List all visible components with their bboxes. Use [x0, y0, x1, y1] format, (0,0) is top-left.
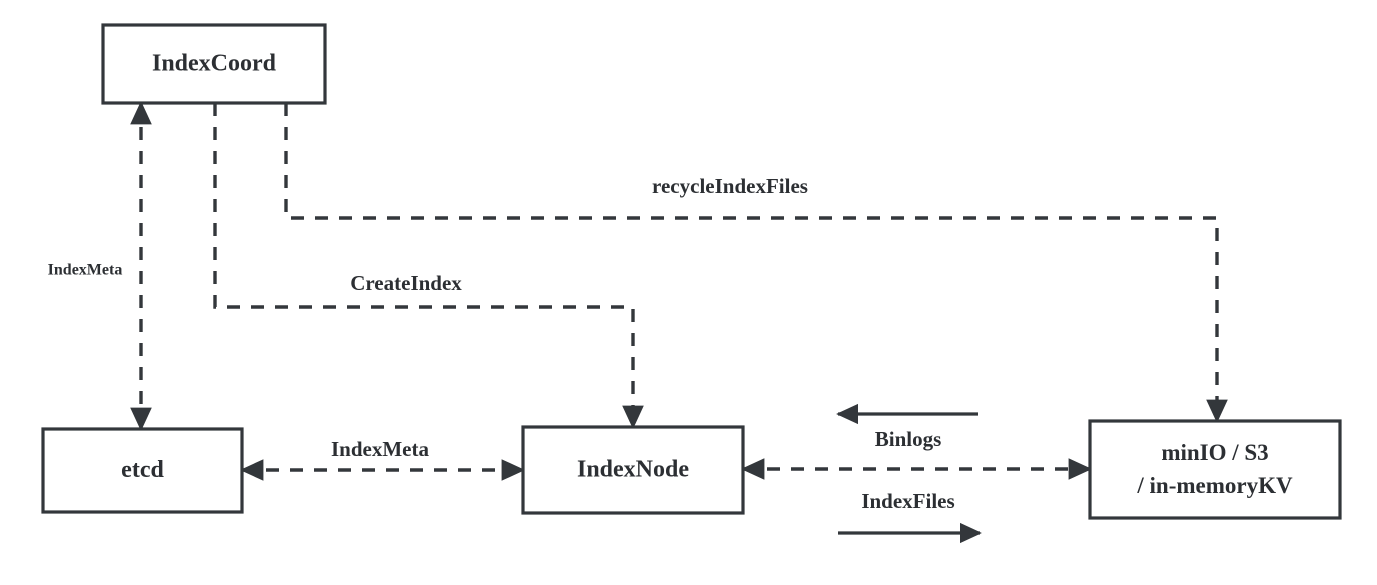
node-label-minio-line2: / in-memoryKV — [1136, 473, 1293, 498]
node-indexnode[interactable]: IndexNode — [521, 425, 745, 515]
edge-label-indexfiles: IndexFiles — [861, 489, 954, 513]
node-minio[interactable]: minIO / S3 / in-memoryKV — [1088, 419, 1342, 520]
edge-labels-layer: IndexMetaCreateIndexrecycleIndexFilesInd… — [48, 174, 955, 513]
edge-label-recycleindexfiles: recycleIndexFiles — [652, 174, 808, 198]
nodes-layer: IndexCoord etcd IndexNode minIO / S3 / in-me… — [41, 23, 1342, 520]
node-indexcoord[interactable]: IndexCoord — [101, 23, 327, 105]
edge-createindex — [213, 103, 644, 430]
node-label-indexnode: IndexNode — [577, 457, 689, 483]
node-box-minio — [1088, 419, 1342, 520]
node-label-etcd: etcd — [121, 457, 164, 483]
edge-label-createindex: CreateIndex — [350, 271, 462, 295]
edge-recycleindexfiles — [284, 103, 1228, 424]
node-box-etcd — [41, 427, 244, 514]
node-etcd[interactable]: etcd — [41, 427, 244, 514]
node-box-indexnode — [521, 425, 745, 515]
edge-label-indexmeta-coord-etcd: IndexMeta — [48, 262, 123, 279]
edge-label-indexmeta-etcd-indexnode: IndexMeta — [331, 437, 429, 461]
node-box-indexcoord — [101, 23, 327, 105]
edge-label-binlogs: Binlogs — [875, 427, 942, 451]
node-label-indexcoord: IndexCoord — [152, 51, 277, 77]
edges-layer — [130, 100, 1228, 544]
node-label-minio-line1: minIO / S3 — [1161, 440, 1268, 465]
